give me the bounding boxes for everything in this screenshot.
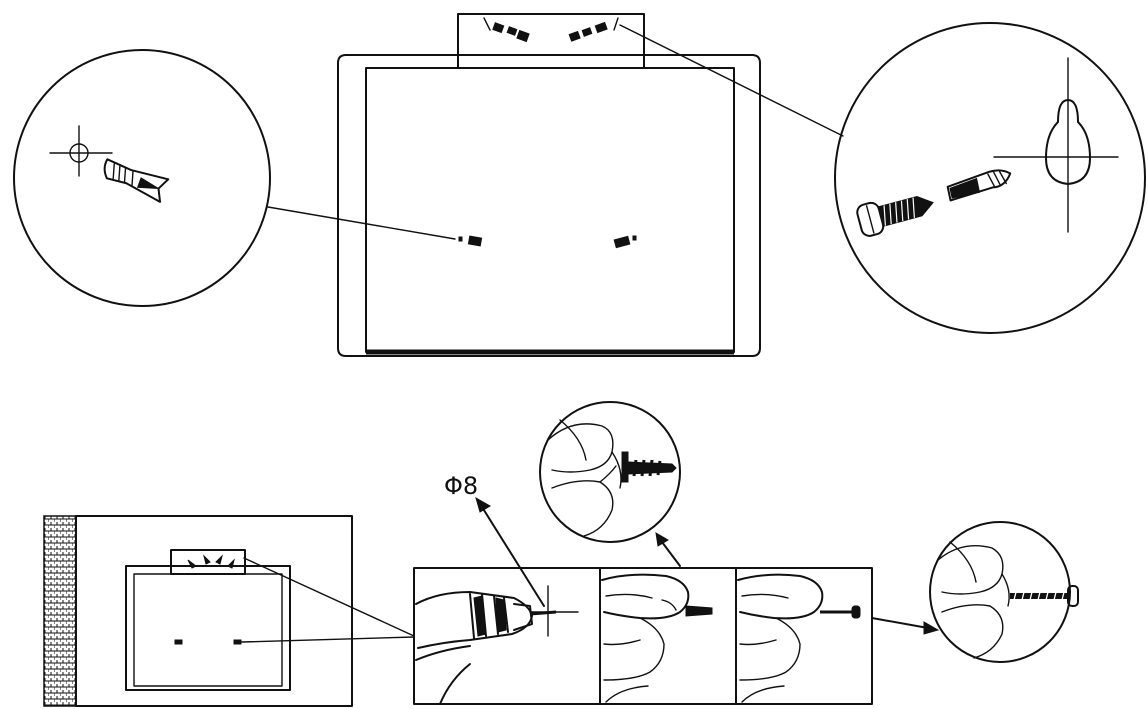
screw-icon (1010, 585, 1079, 607)
screw-icon (856, 195, 934, 237)
bracket-screw-right (568, 17, 619, 42)
leader-line-left (267, 206, 456, 240)
small-screw-left (174, 639, 183, 645)
drill-icon (415, 591, 557, 705)
screw-icon (820, 605, 861, 619)
drill-size-arrow (481, 506, 545, 607)
arrow-to-plug-detail (661, 541, 681, 567)
crosshair-icon (529, 585, 579, 637)
bracket-screw-left (483, 17, 530, 43)
step-insert-plug (601, 573, 713, 703)
wall-face (75, 515, 353, 707)
lower-screw-right (613, 235, 637, 249)
step-drill: Φ8 (415, 472, 579, 705)
arrow-to-screw-detail (871, 617, 929, 629)
device-top-view (337, 13, 761, 357)
magnifier-left (13, 49, 271, 307)
brick-wall-edge (43, 515, 77, 707)
leader-line-right (619, 24, 844, 137)
wall-plug-icon (946, 169, 1012, 202)
device-outer-frame (337, 54, 761, 357)
wall-section (43, 515, 415, 707)
small-screw-right (233, 639, 242, 645)
device-small-bracket (170, 549, 246, 575)
wall-plug-icon (103, 158, 170, 203)
steps-frame (413, 567, 873, 705)
magnifier-right (834, 22, 1146, 334)
leader-line-screw (241, 636, 415, 643)
wall-plug-icon (685, 605, 713, 617)
hand-icon (737, 573, 824, 703)
top-bracket (457, 13, 645, 69)
lower-screw-left (458, 235, 483, 247)
drill-bit-size-label: Φ8 (444, 472, 478, 500)
keyhole-slot-icon (993, 57, 1119, 233)
crosshair-icon (49, 125, 113, 177)
step-panels: Φ8 (413, 472, 873, 705)
leader-line-bracket (243, 557, 415, 637)
device-small-outer (125, 565, 291, 691)
hand-icon (601, 573, 690, 703)
device-inner-panel (365, 67, 735, 353)
device-small-inner (133, 573, 283, 687)
magnifier-plug-detail (539, 401, 681, 543)
wall-plug-icon (621, 451, 677, 483)
magnifier-screw-detail (929, 521, 1079, 663)
step-insert-screw (737, 573, 861, 703)
